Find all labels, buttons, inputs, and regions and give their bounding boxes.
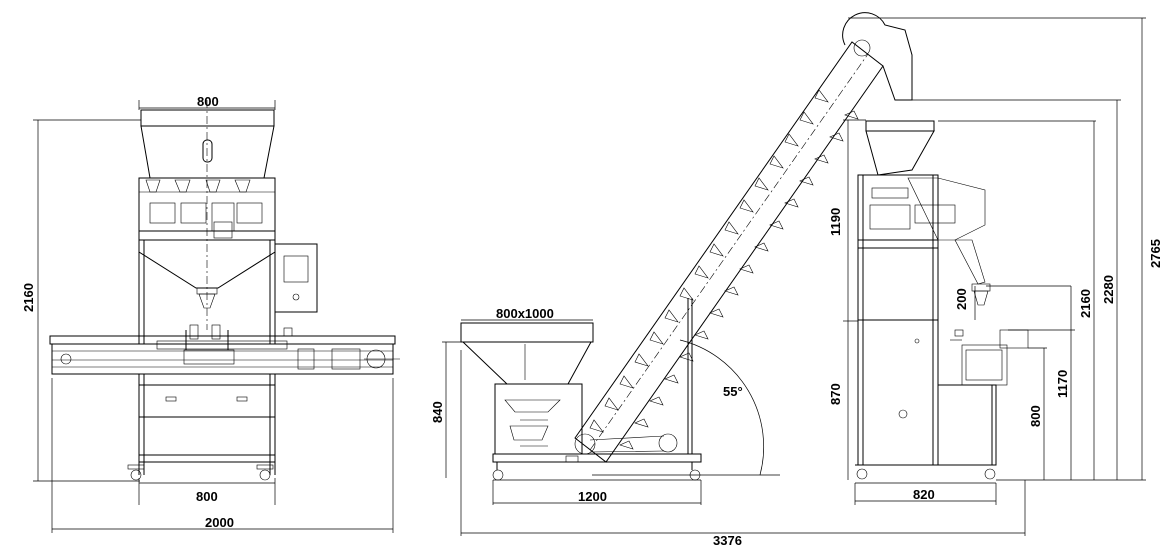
- front-top-width-label: 800: [197, 94, 219, 109]
- funnel-height-label: 200: [954, 288, 969, 310]
- incline-angle-label: 55°: [723, 384, 743, 399]
- side-base-width-label: 820: [913, 487, 935, 502]
- front-total-width-label: 2000: [205, 515, 234, 530]
- dim-2765-label: 2765: [1148, 239, 1163, 268]
- dim-1170-label: 1170: [1055, 370, 1070, 398]
- dim-800-label: 800: [1028, 405, 1043, 427]
- dim-2160-label: 2160: [1078, 289, 1093, 318]
- hopper-size-label: 800x1000: [496, 306, 554, 321]
- lower-height-label: 870: [828, 383, 843, 405]
- front-height-label: 2160: [21, 283, 36, 312]
- upper-height-label: 1190: [828, 208, 843, 236]
- side-view: 1190 200 870 820 800 1170 2160 2280 2765: [828, 17, 1163, 536]
- base-length-label: 1200: [578, 489, 607, 504]
- total-length-label: 3376: [713, 533, 742, 548]
- hopper-height-label: 840: [430, 401, 445, 423]
- front-base-width-label: 800: [196, 489, 218, 504]
- front-view: 800 2160 800 2000: [21, 94, 400, 533]
- dim-2280-label: 2280: [1101, 275, 1116, 304]
- conveyor-view: 800x1000 840 55° 1200 3376: [430, 12, 1025, 548]
